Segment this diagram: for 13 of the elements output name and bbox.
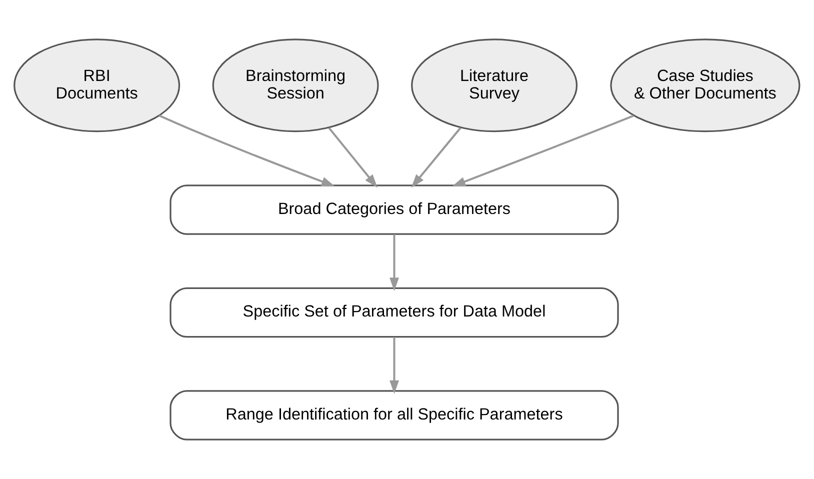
node-ellipse: Brainstorming Session [212, 38, 379, 132]
arrow [390, 337, 399, 394]
node-ellipse: Literature Survey [411, 38, 578, 132]
node-box: Range Identification for all Specific Parameters [170, 390, 619, 440]
arrow [328, 127, 378, 188]
arrow [411, 127, 462, 188]
node-ellipse: Case Studies & Other Documents [610, 38, 800, 132]
node-box: Specific Set of Parameters for Data Model [170, 287, 619, 338]
arrow [390, 234, 399, 292]
node-box: Broad Categories of Parameters [170, 184, 619, 235]
node-ellipse: RBI Documents [14, 38, 180, 132]
arrow [158, 114, 335, 186]
arrow [452, 114, 634, 186]
